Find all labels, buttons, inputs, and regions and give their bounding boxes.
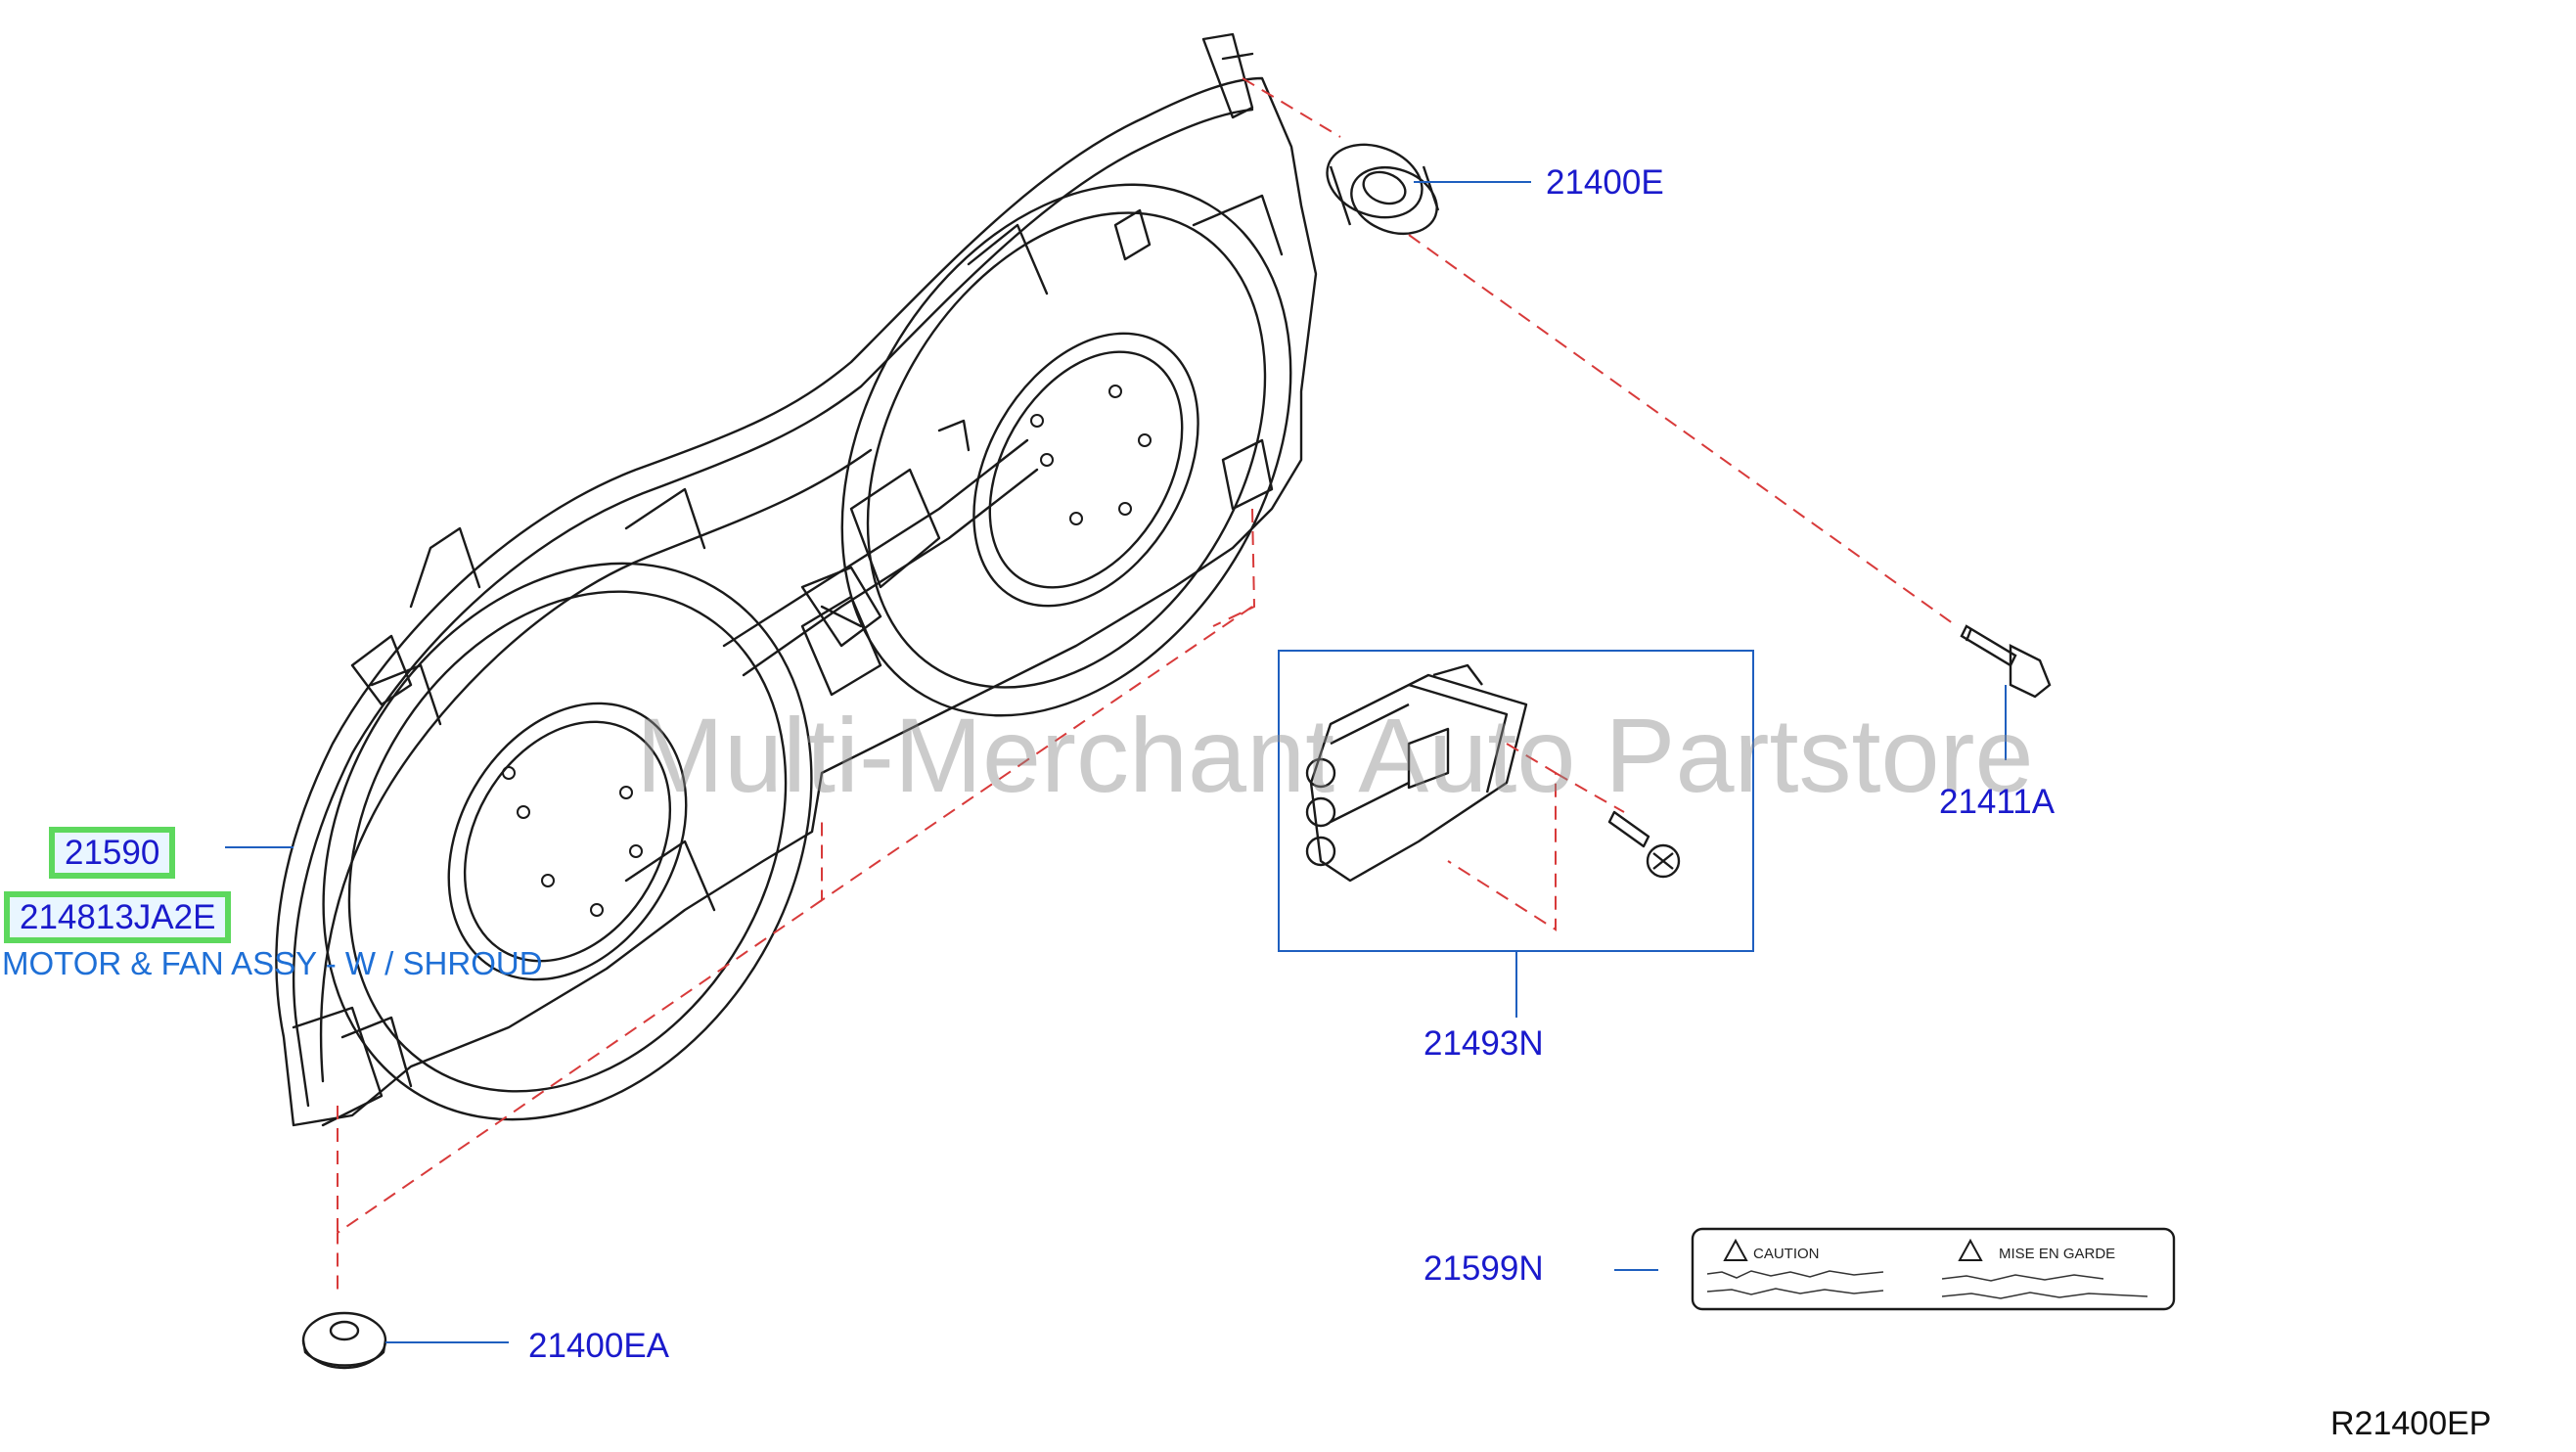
part-21590-callout[interactable]: 21590 [49,827,176,879]
fan-control-module-drawing [1305,663,1681,883]
part-21411a-callout[interactable]: 21411A [1939,783,2056,821]
grommet-21400e-drawing [1326,143,1440,235]
grommet-21400ea-drawing [301,1311,387,1370]
leader-lines [225,181,2007,1343]
dashed-guide-lines [337,77,1958,1292]
fan-hub-holes [502,385,1152,917]
fan-shroud-drawing [275,32,1318,1127]
bolt-21411a-drawing [1960,624,2052,699]
mise-en-garde-heading: MISE EN GARDE [1999,1246,2115,1262]
part-214813ja2e-description: MOTOR & FAN ASSY - W / SHROUD [2,945,543,981]
fan-control-module-box [1278,650,1754,952]
part-21400e-callout[interactable]: 21400E [1546,163,1664,202]
part-21599n-callout[interactable]: 21599N [1424,1249,1544,1288]
caution-label-21599n-drawing: CAUTION MISE EN GARDE [1691,1227,2176,1311]
part-214813ja2e-callout[interactable]: 214813JA2E [4,891,232,943]
part-21493n-callout[interactable]: 21493N [1424,1024,1544,1063]
caution-heading: CAUTION [1753,1246,1820,1262]
part-21400ea-callout[interactable]: 21400EA [528,1327,670,1365]
diagram-reference-code: R21400EP [2330,1405,2492,1442]
